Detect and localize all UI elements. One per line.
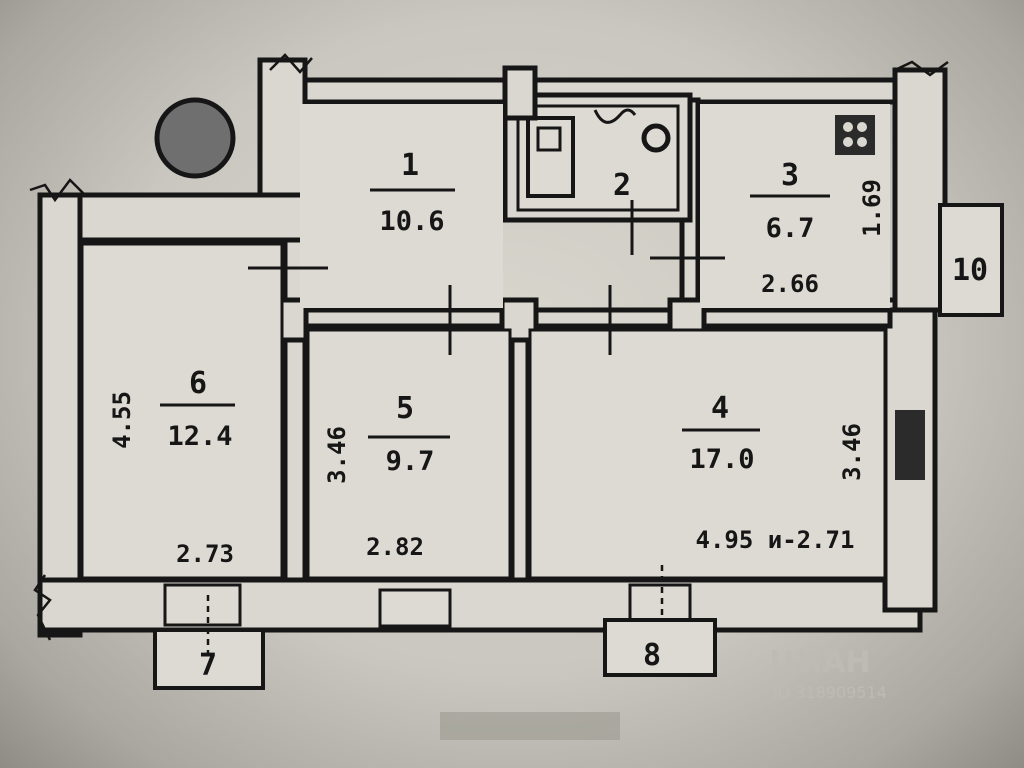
room-6-area: 12.4 — [167, 421, 232, 452]
room-4-width-dim: 4.95 и-2.71 — [696, 526, 855, 554]
upper-right-wall — [892, 67, 948, 313]
room-8-number: 8 — [643, 638, 661, 673]
room-7-number: 7 — [199, 648, 217, 683]
ventilation-shaft — [154, 97, 236, 179]
corridor-wall — [272, 307, 893, 329]
column-top — [502, 65, 538, 121]
room-6-height-dim: 4.55 — [108, 391, 136, 449]
break-mark-bottom-left — [33, 574, 52, 641]
exterior-walls — [29, 53, 949, 641]
room-4-area: 17.0 — [689, 444, 754, 475]
wall-5-4 — [509, 307, 531, 583]
room-1-number: 1 — [401, 148, 419, 183]
room-5 — [306, 328, 512, 580]
burner-icon — [857, 122, 867, 132]
toilet-cistern — [526, 116, 575, 198]
break-mark-top — [269, 53, 313, 74]
sink-shape — [593, 108, 637, 124]
break-mark-top-right — [894, 60, 949, 77]
break-mark-top-left — [29, 178, 86, 203]
room-3-area: 6.7 — [766, 213, 815, 244]
room-4-height-dim: 3.46 — [838, 423, 866, 481]
room-3-number: 3 — [781, 158, 799, 193]
bathtub-drain — [641, 123, 671, 153]
toilet-seat — [536, 126, 562, 152]
room-4 — [528, 328, 887, 580]
stove-icon — [835, 115, 875, 155]
left-wall — [37, 192, 83, 638]
room-5-number: 5 — [396, 391, 414, 426]
room-6-width-dim: 2.73 — [176, 540, 234, 568]
burner-icon — [857, 137, 867, 147]
top-left-wall — [37, 192, 313, 243]
burner-icon — [843, 137, 853, 147]
room-2-number: 2 — [613, 168, 631, 203]
chimney-block — [257, 57, 308, 198]
watermark-badge — [440, 712, 620, 740]
dimension-labels: 4.55 2.73 3.46 2.82 3.46 4.95 и-2.71 2.6… — [108, 179, 886, 568]
watermark-brand: ЦИАН — [769, 645, 870, 680]
room-5-height-dim: 3.46 — [323, 426, 351, 484]
room-3-height-dim: 1.69 — [858, 179, 886, 237]
room-5-width-dim: 2.82 — [366, 533, 424, 561]
room-1 — [300, 104, 503, 308]
balcony-10 — [938, 203, 1004, 317]
window-room-6 — [163, 583, 242, 627]
room-labels: 1 10.6 2 3 6.7 4 17.0 5 9.7 6 12.4 7 8 1… — [160, 148, 988, 683]
room-10-number: 10 — [952, 253, 988, 288]
burner-icon — [843, 122, 853, 132]
room-3-width-dim: 2.66 — [761, 270, 819, 298]
watermark-id: ID 318909514 — [773, 683, 887, 702]
room-1-area: 10.6 — [379, 206, 444, 237]
bathroom-interior — [516, 104, 680, 212]
windows — [163, 410, 925, 628]
balcony-8 — [603, 618, 717, 677]
window-room-5 — [378, 588, 452, 628]
room-6 — [80, 242, 284, 580]
fixtures — [154, 97, 875, 198]
room-4-number: 4 — [711, 391, 729, 426]
watermark: ЦИАН ID 318909514 — [440, 645, 887, 740]
window-right — [895, 410, 925, 480]
door-marks — [248, 200, 725, 355]
room-5-area: 9.7 — [386, 446, 435, 477]
room-6-number: 6 — [189, 366, 207, 401]
